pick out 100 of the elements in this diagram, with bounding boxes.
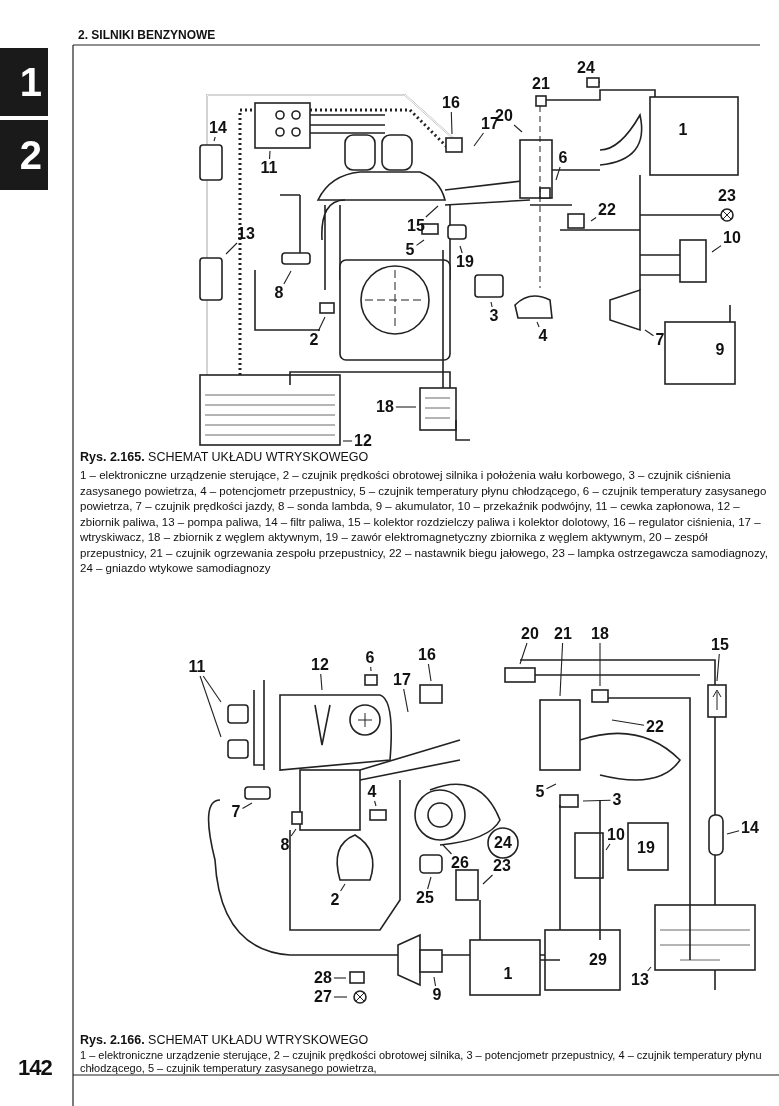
callout-number: 18 xyxy=(590,626,610,642)
leader-line xyxy=(433,976,437,987)
callout-number: 22 xyxy=(597,202,617,218)
callout-number: 14 xyxy=(740,820,760,836)
callout-number: 21 xyxy=(553,626,573,642)
leader-line xyxy=(241,802,253,809)
leader-line xyxy=(711,245,722,253)
callout-number: 5 xyxy=(534,784,546,800)
leader-line xyxy=(342,440,353,442)
callout-number: 1 xyxy=(677,122,689,138)
callout-number: 16 xyxy=(441,95,461,111)
callout-number: 20 xyxy=(520,626,540,642)
callout-number: 2 xyxy=(329,892,341,908)
leader-line xyxy=(199,675,222,738)
callout-number: 3 xyxy=(488,308,500,324)
callout-number: 6 xyxy=(557,150,569,166)
callout-number: 7 xyxy=(230,804,242,820)
leader-line xyxy=(374,800,377,807)
caption-text: 1 – elektroniczne urządzenie sterujące, 2 – czujnik prędkości obrotowej silnika, 3 – potencjometr przepustnicy, 4 – czujnik temperatury płynu chłodzącego, 5 – czujnik temperatury zasysanego powietrza, xyxy=(80,1049,763,1075)
leader-line xyxy=(490,301,493,308)
callout-number: 16 xyxy=(417,647,437,663)
leader-line xyxy=(427,876,432,890)
callout-number: 8 xyxy=(279,837,291,853)
callout-number: 1 xyxy=(502,966,514,982)
callout-number: 13 xyxy=(630,972,650,988)
callout-number: 28 xyxy=(313,970,333,986)
callout-number: 12 xyxy=(310,657,330,673)
callout-number: 21 xyxy=(531,76,551,92)
callout-number: 24 xyxy=(493,835,513,851)
leader-line xyxy=(403,688,409,713)
leader-line xyxy=(459,245,463,254)
callout-number: 9 xyxy=(431,987,443,1003)
leader-line xyxy=(340,883,346,892)
leader-line xyxy=(559,642,564,697)
leader-line xyxy=(536,321,540,328)
callout-number: 11 xyxy=(187,659,207,675)
caption-text: 1 – elektroniczne urządzenie sterujące, 2 – czujnik prędkości obrotowej silnika i położenia wału korbowego, 3 – czujnik ciśnienia zasysanego powietrza, 4 – potencjometr przepustnicy, 5 – czujnik temperatury płynu chłodzącego, 6 – czujnik temperatury zasysanego powietrza, 7 – czujnik prędkości jazdy, 8 – sonda lambda, 9 – akumulator, 10 – przekaźnik podwójny, 11 – cewka zapłonowa, 12 – zbiornik paliwa, 13 – pompa paliwa, 14 – filtr paliwa, 15 – kolektor rozdzielczy paliwa i kolektor dolotowy, 16 – regulator ciśnienia, 17 – wtryskiwacz, 18 – zbiornik z węglem aktywnym, 19 – zawór elektromagnetyczny zbiornika z węglem aktywnym, 20 – zespół przepustnicy, 21 – czujnik ogrzewania zespołu przepustnicy, 22 – nastawnik biegu jałowego, 23 – lampka ostrzegawcza samodiagnozy, 24 – gniazdo wtykowe samodiagnozy xyxy=(80,468,769,576)
callout-number: 5 xyxy=(404,242,416,258)
callout-number: 19 xyxy=(636,840,656,856)
callout-number: 15 xyxy=(406,218,426,234)
callout-number: 10 xyxy=(722,230,742,246)
leader-line xyxy=(225,242,238,255)
callout-number: 7 xyxy=(654,332,666,348)
leader-line xyxy=(611,719,645,726)
callout-number: 2 xyxy=(308,332,320,348)
leader-line xyxy=(202,675,222,703)
callout-number: 17 xyxy=(392,672,412,688)
callout-number: 15 xyxy=(710,637,730,653)
leader-line xyxy=(450,111,453,135)
callout-number: 14 xyxy=(208,120,228,136)
callout-number: 23 xyxy=(717,188,737,204)
leader-line xyxy=(290,828,297,837)
leader-line xyxy=(513,124,523,133)
leader-line xyxy=(320,673,323,691)
leader-line xyxy=(427,663,432,682)
leader-line xyxy=(605,843,611,851)
leader-line xyxy=(473,132,485,147)
leader-line xyxy=(425,205,439,218)
leader-line xyxy=(545,783,557,790)
callout-number: 10 xyxy=(606,827,626,843)
callout-number: 6 xyxy=(364,650,376,666)
leader-line xyxy=(519,642,528,665)
leader-line xyxy=(726,830,740,835)
leader-line xyxy=(582,799,612,802)
leader-line xyxy=(395,406,417,408)
callout-number: 12 xyxy=(353,433,373,449)
running-header: 2. SILNIKI BENZYNOWE xyxy=(78,28,216,42)
callout-number: 13 xyxy=(236,226,256,242)
leader-line xyxy=(333,996,348,998)
callout-number: 11 xyxy=(259,160,279,176)
leader-line xyxy=(590,216,597,222)
leader-line xyxy=(716,653,720,682)
leader-line xyxy=(555,166,561,181)
callout-number: 29 xyxy=(588,952,608,968)
leader-line xyxy=(442,844,453,855)
figure-caption: Rys. 2.166. SCHEMAT UKŁADU WTRYSKOWEGO xyxy=(80,1033,370,1047)
callout-number: 26 xyxy=(450,855,470,871)
callout-number: 27 xyxy=(313,989,333,1005)
leader-line xyxy=(647,966,652,972)
callout-number: 22 xyxy=(645,719,665,735)
callout-number: 23 xyxy=(492,858,512,874)
callout-number: 3 xyxy=(611,792,623,808)
leader-line xyxy=(599,642,601,687)
leader-line xyxy=(644,329,655,337)
leader-line xyxy=(213,136,216,142)
callout-number: 9 xyxy=(714,342,726,358)
chapter-tab: 2 xyxy=(0,120,48,190)
callout-number: 8 xyxy=(273,285,285,301)
leader-line xyxy=(415,239,425,246)
leader-line xyxy=(283,270,292,285)
chapter-tab: 1 xyxy=(0,48,48,116)
leader-line xyxy=(333,977,347,979)
figure-caption: Rys. 2.165. SCHEMAT UKŁADU WTRYSKOWEGO xyxy=(80,450,370,464)
leader-line xyxy=(317,316,326,332)
callout-number: 18 xyxy=(375,399,395,415)
page-number: 142 xyxy=(18,1055,52,1081)
callout-number: 25 xyxy=(415,890,435,906)
leader-line xyxy=(370,666,372,672)
callout-number: 24 xyxy=(576,60,596,76)
callout-number: 19 xyxy=(455,254,475,270)
